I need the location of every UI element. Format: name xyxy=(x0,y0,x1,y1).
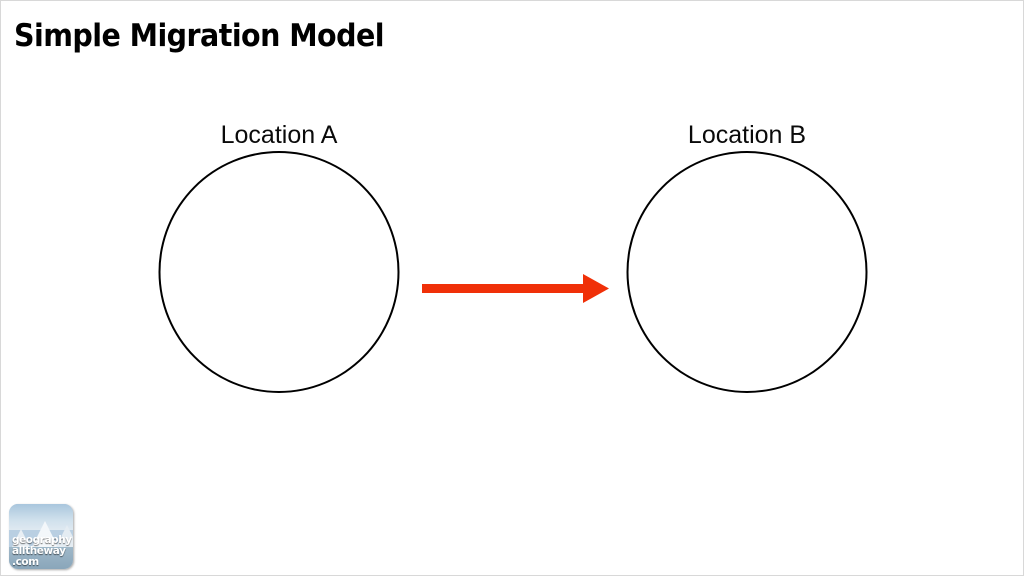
logo-frame: geography alltheway .com xyxy=(9,504,73,569)
page-title: Simple Migration Model xyxy=(14,18,385,54)
circle-location-a xyxy=(158,151,400,393)
logo-line-3: .com xyxy=(12,555,39,568)
migration-arrow-icon xyxy=(422,274,609,303)
circle-location-b xyxy=(626,151,868,393)
logo-line-2: alltheway xyxy=(12,544,66,557)
node-location-b-label: Location B xyxy=(687,121,807,149)
geographyalltheway-logo: geography alltheway .com xyxy=(9,504,73,569)
node-location-a: Location A xyxy=(157,123,401,405)
logo-text: geography alltheway .com xyxy=(12,533,72,568)
logo-line-1: geography xyxy=(12,533,72,546)
logo-foreground xyxy=(9,546,73,569)
node-location-a-label: Location A xyxy=(220,121,338,149)
node-location-b: Location B xyxy=(625,123,869,405)
